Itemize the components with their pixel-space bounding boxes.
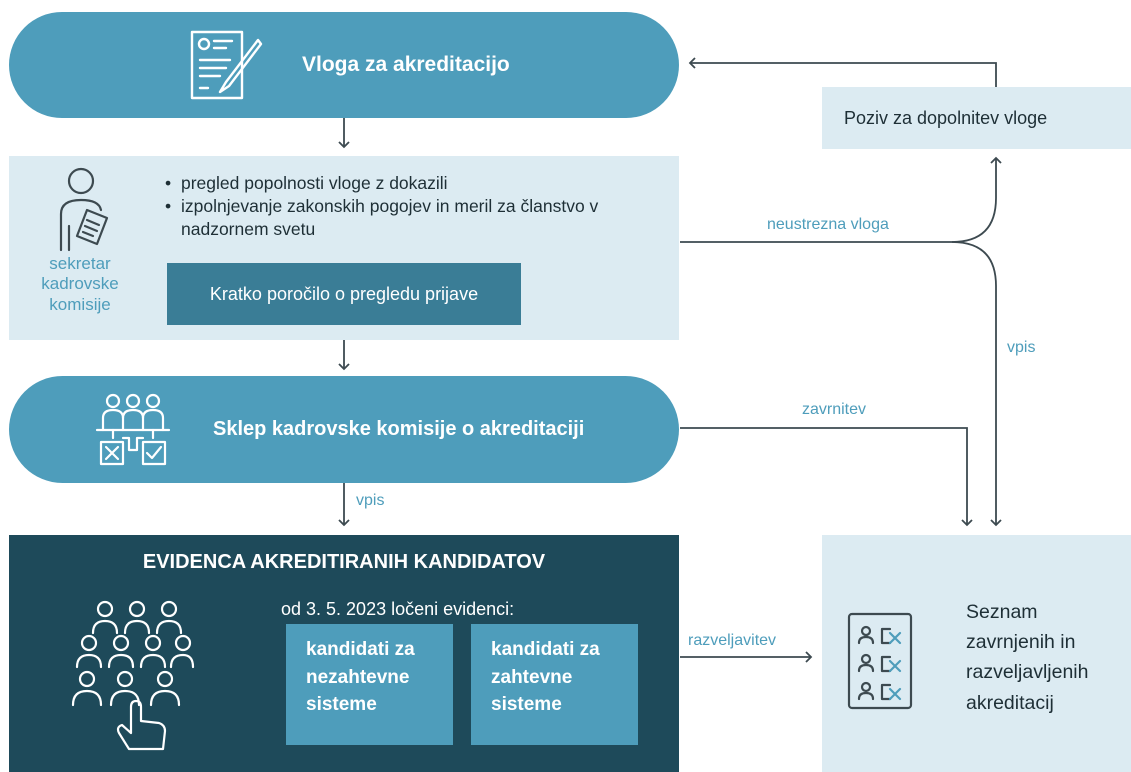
arrow-supplement-to-application <box>688 57 997 87</box>
person-with-document-icon <box>55 164 111 257</box>
registry-subtitle: od 3. 5. 2023 ločeni evidenci: <box>281 599 515 619</box>
arrow-review-to-list <box>951 241 1002 527</box>
request-supplement-node: Poziv za dopolnitev vloge <box>822 87 1131 149</box>
rejected-list-node: Seznam zavrnjenih in razveljavljenih akr… <box>822 535 1131 772</box>
checklist-rejected-icon <box>846 611 914 716</box>
arrow-decision-to-list <box>680 427 973 527</box>
committee-vote-icon <box>93 390 173 475</box>
group-selection-hand-icon <box>65 599 195 764</box>
review-role: sekretar kadrovske komisije <box>41 254 119 314</box>
registry-category-non-demanding: kandidati za nezahtevne sisteme <box>286 624 453 745</box>
edge-label-vpis-down: vpis <box>356 492 385 509</box>
registry-node: EVIDENCA AKREDITIRANIH KANDIDATOV od 3. … <box>9 535 679 772</box>
review-node: sekretar kadrovske komisije pregled popo… <box>9 156 679 340</box>
review-bullet: izpolnjevanje zakonskih pogojev in meril… <box>165 195 675 241</box>
request-supplement-title: Poziv za dopolnitev vloge <box>844 108 1048 128</box>
edge-label-incomplete: neustrezna vloga <box>767 216 889 233</box>
review-bullet: pregled popolnosti vloge z dokazili <box>165 172 675 195</box>
review-bullets: pregled popolnosti vloge z dokazili izpo… <box>165 172 675 241</box>
registry-category-demanding: kandidati za zahtevne sisteme <box>471 624 638 745</box>
decision-node: Sklep kadrovske komisije o akreditaciji <box>9 376 679 483</box>
form-with-pencil-icon <box>186 26 266 111</box>
decision-title: Sklep kadrovske komisije o akreditaciji <box>213 418 585 440</box>
edge-label-rejection: zavrnitev <box>802 401 867 418</box>
application-node: Vloga za akreditacijo <box>9 12 679 118</box>
edge-label-revocation: razveljavitev <box>688 632 777 649</box>
application-title: Vloga za akreditacijo <box>302 53 510 76</box>
rejected-list-title: Seznam zavrnjenih in razveljavljenih akr… <box>966 601 1089 714</box>
registry-title: EVIDENCA AKREDITIRANIH KANDIDATOV <box>142 551 546 573</box>
review-report: Kratko poročilo o pregledu prijave <box>167 263 521 325</box>
edge-label-vpis-right: vpis <box>1007 339 1036 356</box>
